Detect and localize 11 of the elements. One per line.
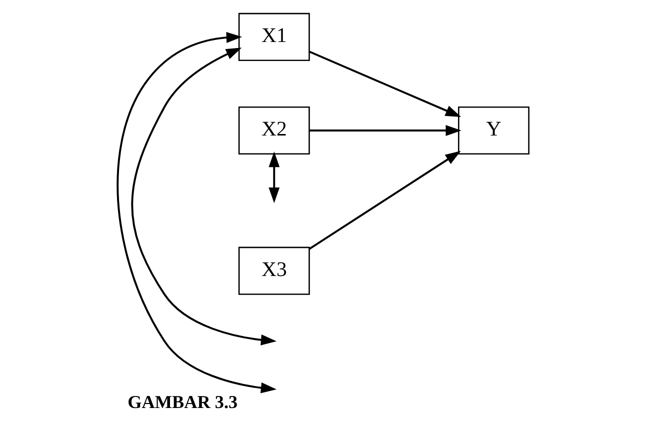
arrow [131,48,277,346]
caption: GAMBAR 3.3 [128,392,238,412]
arrow [268,152,280,204]
arrow [116,32,277,394]
node-box: X3 [238,246,310,295]
arrow [308,150,461,250]
node-box: Y [458,106,530,155]
arrow [308,50,462,118]
arrow [309,125,462,136]
node-box: X1 [238,12,310,61]
node-box: X2 [238,106,310,155]
